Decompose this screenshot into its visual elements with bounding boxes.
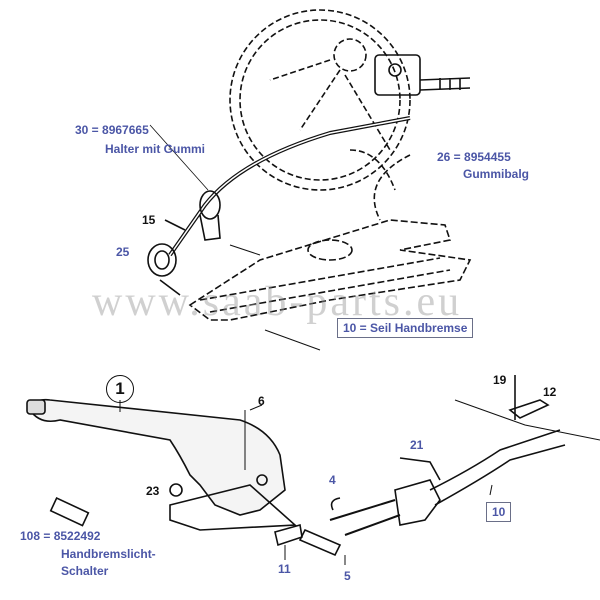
- label-part-108-name-1: Handbremslicht-: [61, 547, 156, 561]
- label-part-26-name: Gummibalg: [463, 167, 530, 181]
- label-part-23: 23: [146, 484, 160, 498]
- label-part-30-number: 30 = 8967665: [75, 123, 149, 137]
- label-part-5: 5: [344, 569, 351, 583]
- label-part-108-name-2: Schalter: [61, 564, 109, 578]
- caliper: [374, 54, 471, 96]
- label-part-108-number: 108 = 8522492: [20, 529, 101, 543]
- clip-21: [399, 457, 441, 481]
- label-part-6: 6: [258, 394, 265, 408]
- bolt-11: [274, 523, 303, 547]
- label-part-15: 15: [142, 213, 156, 227]
- label-part-10-box: 10 = Seil Handbremse: [337, 318, 474, 338]
- label-part-11: 11: [278, 562, 291, 576]
- label-part-4: 4: [329, 473, 336, 487]
- grommet-25: [147, 243, 177, 277]
- clamp-12: [508, 399, 550, 419]
- label-part-10: 10: [486, 502, 512, 522]
- equalizer: [394, 479, 441, 526]
- label-part-26-number: 26 = 8954455: [437, 150, 511, 164]
- holder-30: [199, 190, 221, 220]
- nut-23: [169, 483, 183, 497]
- cable-upper: [168, 116, 411, 257]
- label-part-30-name: Halter mit Gummi: [105, 142, 206, 156]
- watermark: www.saab-parts.eu: [92, 279, 463, 325]
- brake-disc: [229, 9, 411, 221]
- clip-4: [330, 497, 341, 511]
- label-part-1: 1: [106, 375, 134, 403]
- label-part-25: 25: [116, 245, 130, 259]
- label-part-12: 12: [543, 385, 557, 399]
- pin-5: [298, 528, 342, 557]
- label-part-19: 19: [493, 373, 507, 387]
- handbrake-lever: [26, 398, 297, 531]
- switch-108: [49, 496, 90, 527]
- control-arm: [188, 219, 472, 321]
- label-part-21: 21: [410, 438, 424, 452]
- cable-lower: [429, 429, 566, 506]
